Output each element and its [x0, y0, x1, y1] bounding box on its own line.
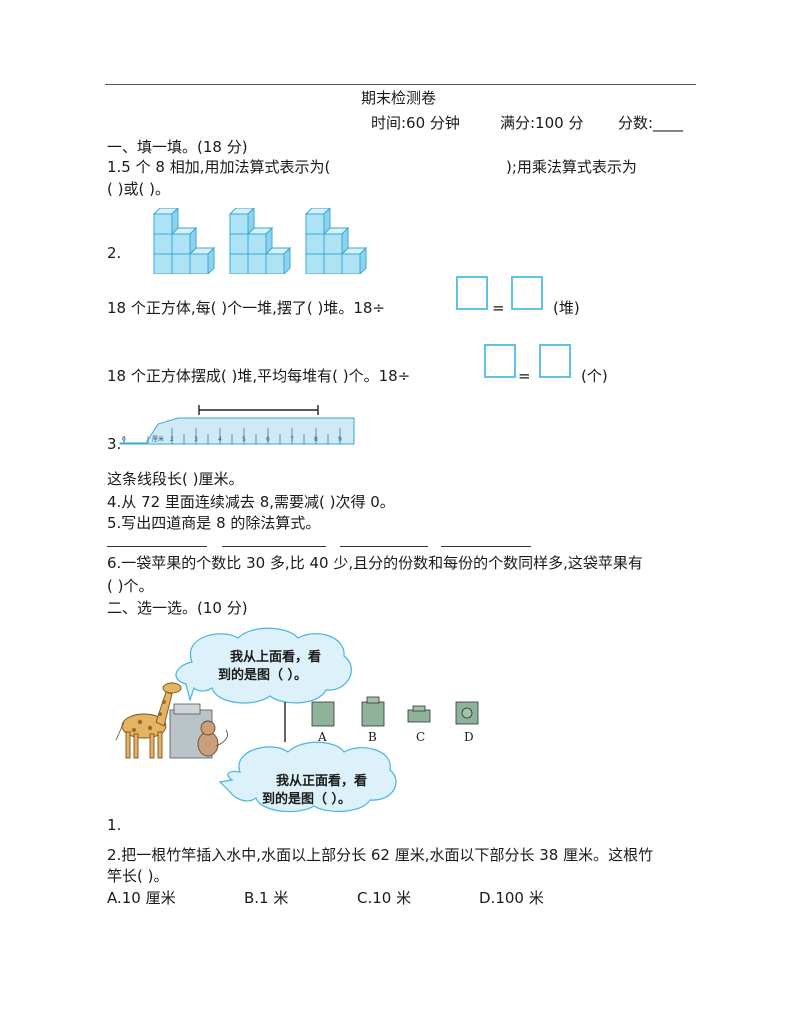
unit-label: (个): [581, 367, 608, 385]
svg-text:7: 7: [290, 436, 294, 443]
section2-q1-label: 1.: [107, 816, 122, 834]
q4-text: 4.从 72 里面连续减去 8,需要减( )次得 0。: [107, 493, 395, 511]
answer-line[interactable]: [340, 546, 428, 547]
q6-line1: 6.一袋苹果的个数比 30 多,比 40 少,且分的份数和每份的个数同样多,这袋…: [107, 554, 643, 572]
q1-text-line2: ( )或( )。: [107, 180, 170, 198]
svg-text:0: 0: [122, 436, 126, 443]
option-b-figure: [361, 696, 385, 727]
q5-text: 5.写出四道商是 8 的除法算式。: [107, 514, 321, 532]
q1-text-a: 1.5 个 8 相加,用加法算式表示为(: [107, 158, 331, 176]
svg-text:9: 9: [338, 436, 342, 443]
page-title: 期末检测卷: [361, 89, 437, 107]
answer-box[interactable]: [456, 276, 488, 310]
exam-full-score: 满分:100 分: [500, 114, 584, 132]
exam-time: 时间:60 分钟: [371, 114, 460, 132]
option-a-label[interactable]: A: [318, 730, 327, 744]
answer-line[interactable]: [222, 546, 326, 547]
q3-text: 这条线段长( )厘米。: [107, 470, 244, 488]
svg-text:4: 4: [218, 436, 222, 443]
equals-sign: =: [518, 367, 531, 385]
q2-label: 2.: [107, 244, 122, 262]
q2-line2-text: 18 个正方体摆成( )堆,平均每堆有( )个。18÷: [107, 367, 411, 385]
bubble-top-line1: 我从上面看，看: [230, 650, 322, 665]
unit-label: (堆): [553, 299, 580, 317]
svg-text:2: 2: [170, 436, 174, 443]
bubble-top-line2: 到的是图（ ）。: [218, 668, 308, 683]
q3-label: 3.: [107, 435, 122, 453]
q6-line2: ( )个。: [107, 577, 154, 595]
svg-text:8: 8: [314, 436, 318, 443]
choice-a[interactable]: A.10 厘米: [107, 889, 176, 907]
monkey-illustration: [197, 720, 228, 757]
ruler-unit-label: 厘米: [152, 435, 164, 443]
option-d-figure: [455, 701, 479, 725]
answer-box[interactable]: [511, 276, 543, 310]
option-b-label[interactable]: B: [368, 730, 377, 744]
svg-text:3: 3: [194, 436, 198, 443]
section2-q2-line2: 竿长( )。: [107, 867, 169, 885]
bubble-bottom-line1: 我从正面看，看: [276, 774, 368, 789]
option-c-figure: [407, 705, 431, 723]
option-d-label[interactable]: D: [464, 730, 474, 744]
answer-box[interactable]: [539, 344, 571, 378]
section2-heading: 二、选一选。(10 分): [107, 599, 248, 617]
view-illustration: [115, 627, 479, 813]
answer-line[interactable]: [441, 546, 531, 547]
section2-q2-line1: 2.把一根竹竿插入水中,水面以上部分长 62 厘米,水面以下部分长 38 厘米。…: [107, 846, 654, 864]
top-rule: [105, 84, 696, 85]
equals-sign: =: [492, 299, 505, 317]
q1-text-b: );用乘法算式表示为: [506, 158, 637, 176]
answer-box[interactable]: [484, 344, 516, 378]
svg-text:5: 5: [242, 436, 246, 443]
option-a-figure: [311, 701, 335, 727]
exam-score: 分数:____: [618, 114, 684, 132]
option-c-label[interactable]: C: [416, 730, 426, 744]
choice-b[interactable]: B.1 米: [244, 889, 289, 907]
ruler-illustration: 0 厘米 2 3 4 5 6 7 8 9: [119, 405, 355, 445]
choice-c[interactable]: C.10 米: [357, 889, 412, 907]
giraffe-illustration: [115, 682, 182, 759]
choice-d[interactable]: D.100 米: [479, 889, 544, 907]
cube-groups-illustration: [153, 208, 367, 274]
q2-line1-text: 18 个正方体,每( )个一堆,摆了( )堆。18÷: [107, 299, 385, 317]
answer-line[interactable]: [107, 546, 207, 547]
bubble-bottom-line2: 到的是图（ ）。: [262, 792, 352, 807]
svg-text:6: 6: [266, 436, 270, 443]
section1-heading: 一、填一填。(18 分): [107, 138, 248, 156]
